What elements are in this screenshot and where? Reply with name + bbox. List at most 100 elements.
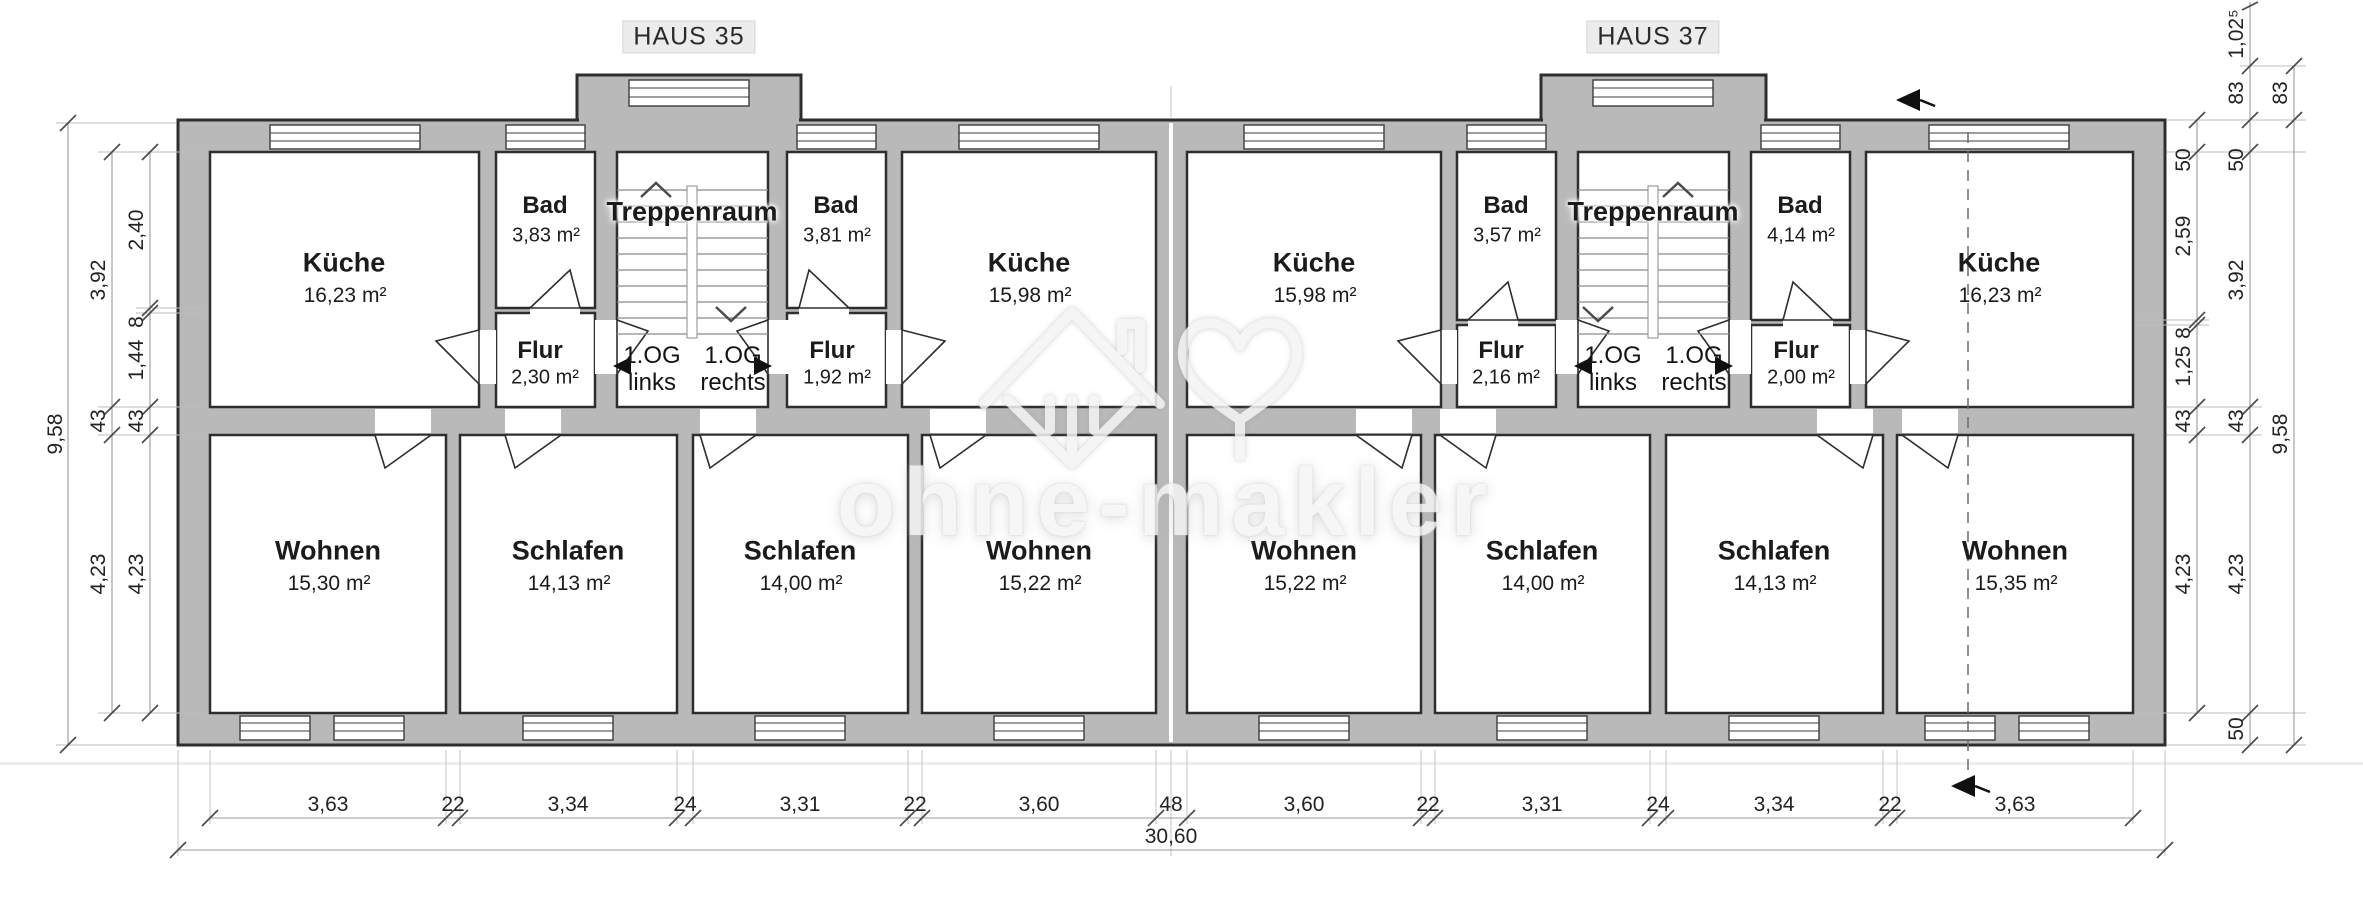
h35-treppenraum-label: Treppenraum: [606, 196, 778, 227]
h35-bad-e-area: 3,81 m²: [803, 224, 871, 247]
arrow-left-icon: [1574, 357, 1592, 375]
h37-bad-e-area: 4,14 m²: [1767, 224, 1835, 247]
dim-left-in-2: 1,44: [125, 339, 148, 381]
dim-bottom-total: 30,60: [1144, 825, 1198, 848]
h37-bad-e-name: Bad: [1777, 192, 1823, 219]
room-h35-bad-e: [785, 150, 888, 310]
room-h37-schlafen-w: [1433, 433, 1652, 715]
dim-right-mid-6: 50: [2225, 717, 2248, 741]
watermark-logo: [979, 307, 1303, 469]
dim-right-mid-3: 3,92: [2225, 259, 2248, 301]
dim-left-mid-1: 43: [87, 409, 110, 433]
room-h35-schlafen-w: [458, 433, 679, 715]
h37-kueche-w-area: 15,98 m²: [1273, 284, 1357, 307]
h35-flur-w-name: Flur: [517, 337, 563, 364]
dim-right-mid-1: 83: [2225, 81, 2248, 105]
h35-kueche-e-area: 15,98 m²: [988, 284, 1072, 307]
h37-schlafen-w-area: 14,00 m²: [1501, 572, 1585, 595]
dim-bottom-4: 3,31: [779, 793, 821, 816]
h37-wohnen-w-name: Wohnen: [1251, 535, 1357, 566]
room-h37-kueche-w: [1185, 150, 1443, 409]
dim-bottom-7: 48: [1159, 793, 1183, 816]
dim-right-in-4: 43: [2172, 409, 2195, 433]
h37-schlafen-e-name: Schlafen: [1717, 535, 1831, 566]
room-h35-schlafen-e: [691, 433, 910, 715]
section-line: [1896, 89, 1991, 797]
h35-kueche-e-name: Küche: [987, 247, 1071, 278]
extension-lines: [56, 65, 2306, 856]
h37-flur-w-name: Flur: [1478, 337, 1524, 364]
dim-bottom-13: 22: [1878, 793, 1902, 816]
dim-right-in-3: 1,25: [2172, 345, 2195, 387]
dim-right-out-1: 9,58: [2269, 413, 2292, 455]
dimension-ticks: [59, 1, 2303, 859]
h37-flur-w-area: 2,16 m²: [1472, 366, 1540, 389]
stair-up-arrow: [1662, 181, 1694, 198]
dim-bottom-6: 3,60: [1018, 793, 1060, 816]
dim-left-in-4: 4,23: [125, 553, 148, 595]
stair-down-arrow: [715, 306, 747, 323]
room-h35-wohnen-w: [208, 433, 448, 715]
haus35-title: HAUS 35: [622, 20, 756, 54]
h37-wohnen-e-name: Wohnen: [1962, 535, 2068, 566]
dim-right-in-2: 8: [2172, 327, 2195, 339]
h37-og-rechts-line1: 1.OG: [1665, 342, 1723, 369]
watermark-house-icon: [979, 307, 1165, 469]
dim-right-in-1: 2,59: [2172, 215, 2195, 257]
h35-flur-w-area: 2,30 m²: [511, 366, 579, 389]
h37-treppenraum-label: Treppenraum: [1567, 196, 1739, 227]
dim-right-mid-0: 1,02⁵: [2225, 9, 2248, 59]
h35-og-rechts-line2: rechts: [700, 369, 766, 396]
h35-wohnen-e-name: Wohnen: [986, 535, 1092, 566]
room-h35-kueche-w: [208, 150, 481, 409]
h37-wohnen-e-area: 15,35 m²: [1974, 572, 2058, 595]
stair-up-arrow: [640, 181, 672, 198]
stair-down-arrow: [1582, 306, 1614, 323]
dim-bottom-3: 24: [673, 793, 697, 816]
h37-schlafen-e-area: 14,13 m²: [1733, 572, 1817, 595]
dim-bottom-2: 3,34: [547, 793, 589, 816]
dim-right-in-5: 4,23: [2172, 553, 2195, 595]
h37-kueche-e-name: Küche: [1957, 247, 2041, 278]
h35-kueche-w-area: 16,23 m²: [303, 284, 387, 307]
party-wall-gap: [1169, 123, 1173, 742]
h37-og-links-line1: 1.OG: [1584, 342, 1642, 369]
dim-bottom-5: 22: [903, 793, 927, 816]
arrow-right-icon: [1715, 357, 1733, 375]
h37-flur-e-area: 2,00 m²: [1767, 366, 1835, 389]
dim-bottom-9: 22: [1416, 793, 1440, 816]
dim-bottom-0: 3,63: [307, 793, 349, 816]
dim-bottom-14: 3,63: [1994, 793, 2036, 816]
room-h37-schlafen-e: [1664, 433, 1885, 715]
og-direction-arrows: [613, 357, 1733, 375]
h37-og-links-line2: links: [1588, 369, 1638, 396]
stairs-h35: [617, 181, 768, 339]
h35-wohnen-w-name: Wohnen: [275, 535, 381, 566]
dim-right-mid-4: 43: [2225, 409, 2248, 433]
dim-bottom-11: 24: [1646, 793, 1670, 816]
section-arrow-top-icon: [1896, 89, 1920, 111]
h35-og-links-line1: 1.OG: [623, 342, 681, 369]
h37-flur-e-name: Flur: [1773, 337, 1819, 364]
arrow-left-icon: [613, 357, 631, 375]
dim-right-mid-2: 50: [2225, 148, 2248, 172]
watermark-tree-icon: [1177, 318, 1303, 461]
dim-bottom-10: 3,31: [1521, 793, 1563, 816]
dimension-lines: [67, 2, 2295, 851]
dim-left-in-3: 43: [125, 409, 148, 433]
dim-right-mid-5: 4,23: [2225, 553, 2248, 595]
dim-bottom-8: 3,60: [1283, 793, 1325, 816]
h35-wohnen-w-area: 15,30 m²: [287, 572, 371, 595]
dim-right-out-0: 83: [2269, 81, 2292, 105]
dim-left-mid-0: 3,92: [87, 259, 110, 301]
h35-schlafen-e-area: 14,00 m²: [759, 572, 843, 595]
h35-bad-e-name: Bad: [813, 192, 859, 219]
dim-left-in-1: 8: [125, 316, 148, 328]
stairs-h37: [1578, 181, 1729, 339]
h35-kueche-w-name: Küche: [302, 247, 386, 278]
windows: [239, 79, 2090, 741]
arrow-right-icon: [754, 357, 772, 375]
room-h37-wohnen-e: [1895, 433, 2135, 715]
